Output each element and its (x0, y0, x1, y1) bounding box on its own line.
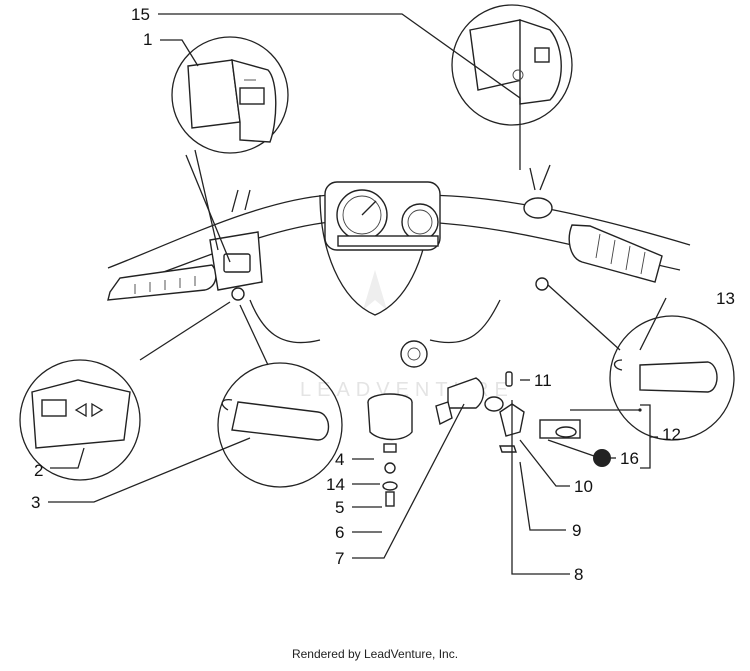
callout-2: 2 (34, 461, 43, 480)
callout-14: 14 (326, 475, 345, 494)
detail-switch-light-right (451, 4, 573, 126)
handlebar-assembly (107, 164, 691, 368)
leader-lines (48, 13, 667, 575)
callout-7: 7 (335, 549, 344, 568)
callout-13: 13 (716, 289, 735, 308)
callout-12: 12 (662, 425, 681, 444)
detail-switch-turn (19, 359, 141, 481)
callout-16: 16 (620, 449, 639, 468)
callout-6: 6 (335, 523, 344, 542)
detail-switch-light-left (171, 36, 289, 154)
callout-8: 8 (574, 565, 583, 584)
callout-3: 3 (31, 493, 40, 512)
detail-grip-right (609, 315, 735, 441)
callout-1: 1 (143, 30, 152, 49)
callout-5: 5 (335, 498, 344, 517)
callout-labels: 15 1 2 3 4 14 5 6 7 11 12 16 10 9 8 13 (31, 5, 735, 584)
callout-4: 4 (335, 450, 344, 469)
ignition-parts (367, 371, 611, 507)
watermark: LEADVENTURE (300, 270, 508, 401)
detail-grip-left (217, 362, 343, 488)
callout-9: 9 (572, 521, 581, 540)
callout-11: 11 (534, 371, 552, 390)
callout-10: 10 (574, 477, 593, 496)
footer-credit: Rendered by LeadVenture, Inc. (291, 647, 459, 661)
callout-15: 15 (131, 5, 150, 24)
